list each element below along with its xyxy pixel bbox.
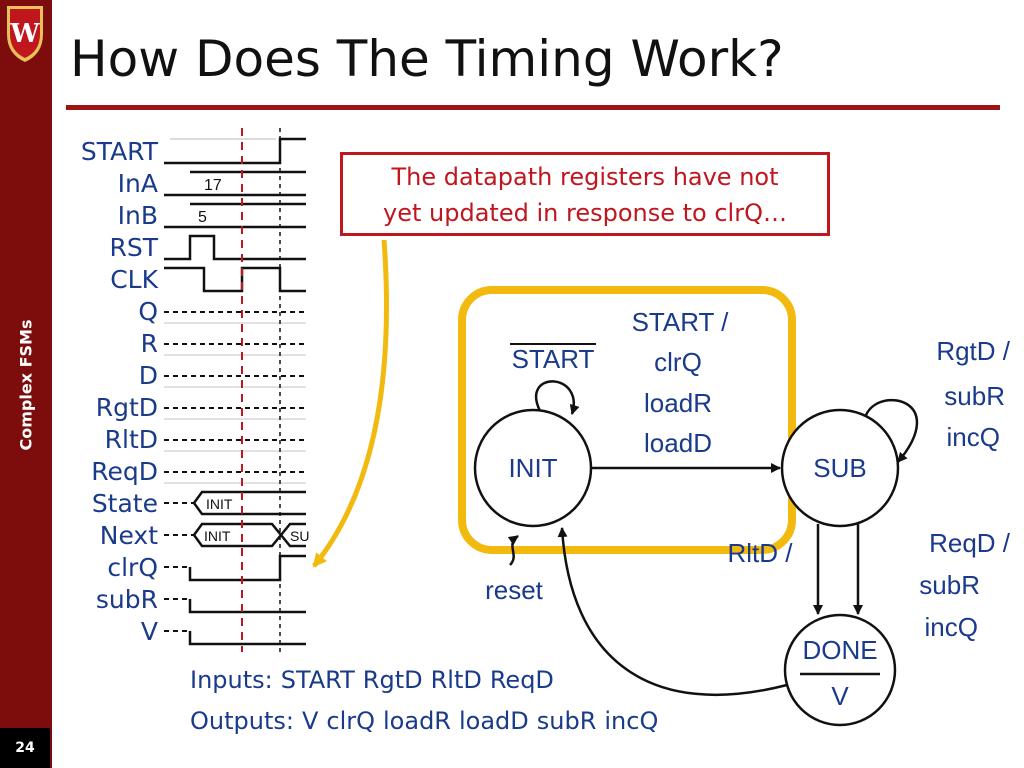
callout-line-1: The datapath registers have not [391,163,779,191]
sub-self-output-1: subR [944,381,1005,411]
sub-label: SUB [813,453,866,483]
wave-start [164,137,306,165]
sub-self-condition: RgtD / [936,336,1010,366]
next-value-sub: SU [290,528,309,544]
input-item: START [280,666,355,694]
signal-label: subR [95,585,158,614]
state-sub [780,408,900,528]
signal-label: D [138,361,158,390]
signal-label: RltD [104,425,158,454]
init-label: INIT [508,453,557,483]
inputs-label: Inputs: [190,666,273,694]
done-to-init-arrow [557,527,788,697]
slide-title: How Does The Timing Work? [70,30,784,88]
output-item: V [301,707,319,735]
slide-number: 24 [0,728,50,768]
signal-label: State [91,489,158,518]
signal-label: RST [109,233,158,262]
output-item: clrQ [326,707,376,735]
signal-label: InA [117,169,158,198]
sidebar: W Complex FSMs 24 [0,0,52,768]
wave-clk [164,266,306,293]
input-item: RgtD [362,666,423,694]
signal-label: clrQ [107,553,158,582]
sub-self-output-2: incQ [947,422,1000,452]
signal-label: RgtD [95,393,158,422]
callout-line-2: yet updated in response to clrQ… [383,199,787,227]
output-item: loadR [383,707,451,735]
sub-to-init-condition: RltD / [728,538,794,568]
done-label: DONE [802,635,877,665]
wave-subr [188,599,306,614]
wave-next [192,522,306,548]
state-value: INIT [206,496,233,512]
input-item: RltD [430,666,482,694]
init-to-sub-output-2: loadR [644,388,712,418]
signal-label: Next [99,521,158,550]
inb-value: 5 [198,209,207,226]
sub-to-done-condition: ReqD / [929,528,1011,558]
output-item: incQ [604,707,659,735]
signal-label: START [80,137,158,166]
signal-label: InB [117,201,158,230]
init-to-sub-condition: START / [632,307,730,337]
init-self-loop [534,380,580,415]
init-to-sub-output-1: clrQ [654,347,702,377]
signal-label: ReqD [91,457,158,486]
signal-label: R [140,329,158,358]
signal-label: CLK [110,265,158,294]
output-item: subR [536,707,597,735]
ina-value: 17 [204,177,222,194]
wave-v [188,631,306,646]
init-to-sub-output-3: loadD [644,428,712,458]
state-done [783,613,897,727]
reset-arrow [507,534,519,566]
uw-crest-logo: W [2,0,48,66]
callout-box: The datapath registers have not yet upda… [340,152,830,236]
outputs-label: Outputs: [190,707,294,735]
next-value-init: INIT [204,528,231,544]
init-self-condition: START [512,344,595,374]
title-divider [66,105,1000,110]
output-item: loadD [458,707,529,735]
wave-rst [164,234,306,261]
sub-self-loop [864,398,919,463]
svg-text:W: W [9,19,40,49]
reset-label: reset [485,575,544,605]
signal-label: V [140,617,158,646]
sub-to-done-output-1: subR [919,570,980,600]
wave-state [192,490,306,516]
input-item: ReqD [489,666,554,694]
sub-to-done-output-2: incQ [925,612,978,642]
done-output-label: V [831,681,849,711]
highlight-box [458,286,796,554]
callout-pointer-arrow [312,239,390,568]
signal-label: Q [138,297,158,326]
